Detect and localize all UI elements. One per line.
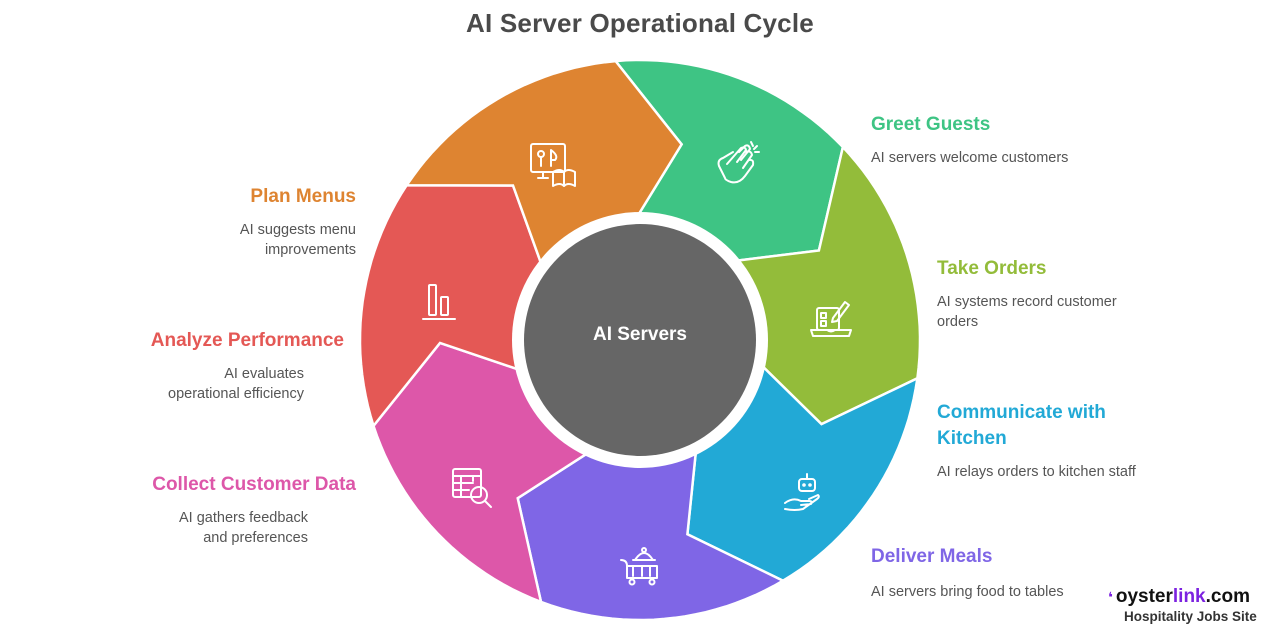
serving-cart-icon <box>620 547 658 586</box>
step-description: AI evaluates operational efficiency <box>168 366 304 402</box>
step-title: Analyze Performance <box>150 330 344 351</box>
menu-planning-icon <box>530 143 576 187</box>
center-circle <box>524 224 756 456</box>
brand-domain: .com <box>1205 586 1250 607</box>
step-description: AI systems record customer orders <box>937 294 1117 330</box>
step-title: Communicate with Kitchen <box>937 402 1106 449</box>
step-label-take-orders: Take Orders AI systems record customer o… <box>937 256 1157 332</box>
step-label-communicate-kitchen: Communicate with Kitchen AI relays order… <box>937 400 1137 482</box>
brand-mark-icon: ❛ <box>1108 589 1113 605</box>
clapping-hands-icon <box>717 141 760 184</box>
step-label-plan-menus: Plan Menus AI suggests menu improvements <box>116 184 356 260</box>
brand-logo[interactable]: ❛oysterlink.com Hospitality Jobs Site <box>1108 586 1278 626</box>
step-label-analyze-performance: Analyze Performance AI evaluates operati… <box>104 328 344 404</box>
center-label: AI Servers <box>592 324 687 345</box>
bar-chart-icon <box>422 284 456 320</box>
brand-name: oyster <box>1115 586 1173 607</box>
step-description: AI relays orders to kitchen staff <box>937 464 1136 480</box>
step-title: Greet Guests <box>871 114 991 135</box>
step-label-deliver-meals: Deliver Meals AI servers bring food to t… <box>871 544 1111 602</box>
step-label-collect-data: Collect Customer Data AI gathers feedbac… <box>104 472 356 548</box>
diagram-title: AI Server Operational Cycle <box>466 8 814 38</box>
step-description: AI servers welcome customers <box>871 150 1069 166</box>
step-title: Deliver Meals <box>871 546 993 567</box>
step-description: AI suggests menu improvements <box>239 222 356 258</box>
step-title: Take Orders <box>937 258 1047 279</box>
step-title: Collect Customer Data <box>152 474 356 495</box>
step-description: AI gathers feedback and preferences <box>179 510 308 546</box>
brand-tagline: Hospitality Jobs Site <box>1124 609 1257 624</box>
table-search-icon <box>452 468 492 508</box>
robot-hand-icon <box>784 473 820 511</box>
step-title: Plan Menus <box>250 186 356 207</box>
laptop-order-edit-icon <box>810 301 852 337</box>
step-description: AI servers bring food to tables <box>871 584 1064 600</box>
brand-name-accent: link <box>1172 586 1206 607</box>
step-label-greet-guests: Greet Guests AI servers welcome customer… <box>871 112 1111 168</box>
